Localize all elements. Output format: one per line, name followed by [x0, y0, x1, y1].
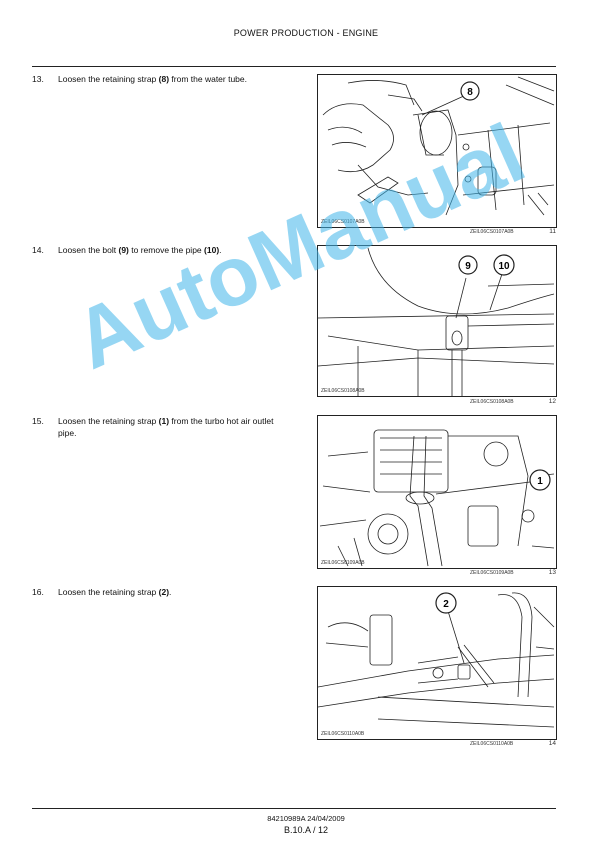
leader-line: [489, 273, 503, 311]
figure-number: 13: [548, 569, 556, 576]
figure-number: 14: [548, 740, 556, 747]
document-reference: 84210989A 24/04/2009: [267, 814, 345, 823]
callout-label: 1: [537, 476, 543, 487]
figure-number: 11: [549, 228, 556, 235]
callout-circle: [460, 81, 480, 101]
header-divider: [32, 66, 556, 67]
figure-number: 12: [548, 398, 556, 405]
engine-illustration-12: 9 10: [318, 247, 555, 396]
figure-code-inside: ZEIL06CS0110A0B: [321, 731, 365, 737]
step-number: 15.: [32, 416, 44, 426]
engine-illustration-13: 1: [319, 429, 555, 567]
leader-line: [447, 610, 465, 664]
footer-divider: [32, 808, 556, 809]
page-number: B.10.A / 12: [283, 825, 329, 835]
callout-label: 2: [443, 599, 449, 610]
figure-code: ZEIL06CS0107A0B: [470, 229, 514, 235]
step-text: Loosen the retaining strap (8) from the …: [58, 74, 247, 84]
callout-circle: [435, 592, 457, 614]
step-text: Loosen the retaining strap (1) from the …: [58, 416, 274, 438]
figure-code: ZEIL06CS0109A0B: [470, 570, 514, 576]
figure-code: ZEIL06CS0110A0B: [470, 741, 514, 747]
step-text: Loosen the retaining strap (2).: [58, 587, 172, 597]
callout-circle: [493, 254, 515, 276]
step-text: Loosen the bolt (9) to remove the pipe (…: [58, 245, 222, 255]
step-number: 14.: [32, 245, 44, 255]
leader-line: [455, 277, 467, 319]
figure-code-inside: ZEIL06CS0109A0B: [321, 560, 365, 566]
figure-11: 8 ZEIL06CS0107A0B: [317, 74, 557, 228]
step-number: 13.: [32, 74, 44, 84]
figure-12: 9 10 ZEIL06CS0108A0B: [317, 245, 557, 397]
callout-label: 8: [467, 87, 473, 98]
engine-illustration-11: 8: [322, 76, 555, 216]
figure-code-inside: ZEIL06CS0107A0B: [321, 219, 365, 225]
callout-circle: [529, 469, 551, 491]
callout-label: 9: [465, 261, 471, 272]
figure-14: 2 ZEIL06CS0110A0B: [317, 586, 557, 740]
engine-illustration-14: 2: [318, 592, 555, 728]
leader-line: [421, 94, 467, 116]
step-number: 16.: [32, 587, 44, 597]
callout-label: 10: [498, 261, 510, 272]
page-header-title: POWER PRODUCTION - ENGINE: [233, 28, 379, 38]
callout-circle: [458, 255, 478, 275]
figure-13: 1 ZEIL06CS0109A0B: [317, 415, 557, 569]
page-footer: 84210989A 24/04/2009 B.10.A / 12: [0, 814, 612, 835]
figure-code: ZEIL06CS0108A0B: [470, 399, 514, 405]
leader-line: [435, 481, 531, 495]
figure-code-inside: ZEIL06CS0108A0B: [321, 388, 365, 394]
